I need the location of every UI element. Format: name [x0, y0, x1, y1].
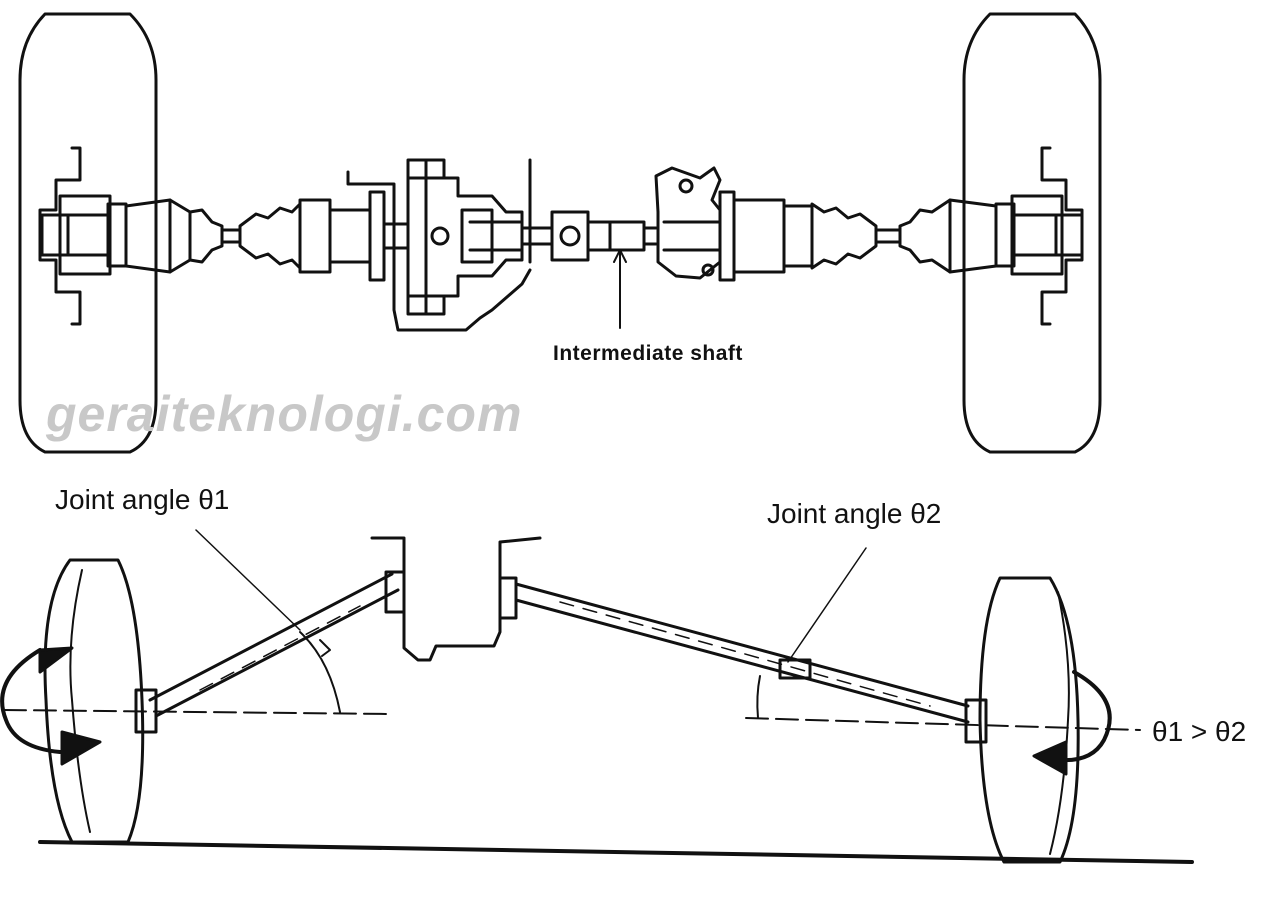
left-wheel [43, 558, 145, 844]
right-drive-shaft [514, 582, 988, 744]
intermediate-shaft [520, 210, 658, 329]
right-outer-boot [898, 198, 998, 274]
right-hub [994, 146, 1084, 326]
theta2-arc [756, 675, 761, 719]
joint-angle-1-label: Joint angle θ1 [55, 484, 230, 515]
right-inner-boot [810, 202, 878, 270]
differential [346, 158, 532, 332]
right-rotation-arrow [1058, 670, 1112, 763]
intermediate-shaft-label: Intermediate shaft [553, 342, 743, 365]
center-bearing [654, 166, 722, 280]
theta1-arc [299, 631, 341, 713]
right-tire-top [962, 12, 1102, 454]
left-hub [38, 146, 128, 326]
watermark: geraiteknologi.com [46, 386, 523, 442]
right-inner-joint [732, 198, 786, 274]
left-tire-top [18, 12, 158, 454]
ground-line [38, 840, 1194, 864]
right-wheel [978, 576, 1080, 864]
left-outer-boot [124, 198, 224, 274]
left-inner-boot [238, 202, 302, 270]
angle-comparison-label: θ1 > θ2 [1152, 716, 1247, 747]
left-rotation-arrow [0, 648, 62, 754]
top-plan-view [18, 12, 1102, 454]
left-inner-joint [298, 198, 332, 274]
bottom-side-view [0, 529, 1194, 864]
joint-angle-2-label: Joint angle θ2 [767, 498, 942, 529]
left-drive-shaft [148, 570, 406, 718]
